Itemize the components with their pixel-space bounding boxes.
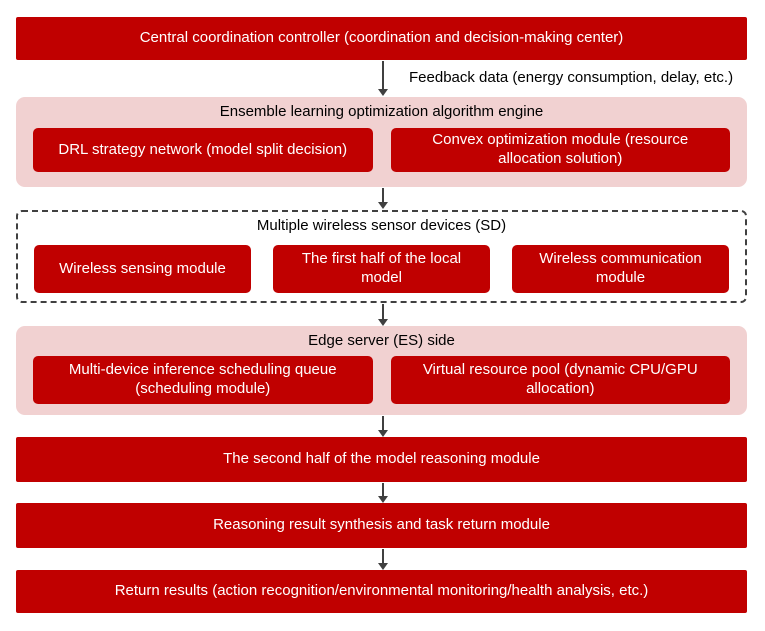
- edge-server-title: Edge server (ES) side: [308, 332, 455, 349]
- flow-arrow-controller-to-engine: [382, 61, 384, 89]
- ensemble-engine-title: Ensemble learning optimization algorithm…: [219, 103, 544, 120]
- flow-arrow-sensors-to-edge: [382, 304, 384, 319]
- synthesis-label: Reasoning result synthesis and task retu…: [213, 516, 550, 534]
- sensor-devices-title: Multiple wireless sensor devices (SD): [256, 217, 507, 234]
- wireless-communication-label: Wireless communication module: [539, 250, 702, 286]
- feedback-data-label: Feedback data (energy consumption, delay…: [409, 69, 734, 86]
- central-controller-box: Central coordination controller (coordin…: [16, 17, 747, 60]
- first-half-model-box: The first half of the local model: [273, 245, 490, 293]
- return-results-label: Return results (action recognition/envir…: [114, 582, 649, 600]
- first-half-model-label: The first half of the local model: [301, 250, 462, 286]
- flow-arrow-edge-to-secondhalf: [382, 416, 384, 430]
- edge-server-modules: Multi-device inference scheduling queue …: [33, 356, 730, 404]
- drl-strategy-label: DRL strategy network (model split decisi…: [58, 140, 348, 158]
- second-half-label: The second half of the model reasoning m…: [223, 450, 540, 468]
- wireless-sensing-box: Wireless sensing module: [34, 245, 251, 293]
- ensemble-engine-container: Ensemble learning optimization algorithm…: [16, 97, 747, 187]
- edge-server-container: Edge server (ES) side Multi-device infer…: [16, 326, 747, 415]
- wireless-sensing-label: Wireless sensing module: [59, 259, 226, 277]
- virtual-resource-pool-label: Virtual resource pool (dynamic CPU/GPU a…: [422, 361, 698, 397]
- second-half-box: The second half of the model reasoning m…: [16, 437, 747, 482]
- central-controller-label: Central coordination controller (coordin…: [139, 29, 624, 47]
- flow-arrow-secondhalf-to-synthesis: [382, 483, 384, 496]
- convex-optimization-box: Convex optimization module (resource all…: [390, 128, 730, 172]
- sensor-devices-container: Multiple wireless sensor devices (SD) Wi…: [16, 210, 747, 303]
- drl-strategy-box: DRL strategy network (model split decisi…: [33, 128, 373, 172]
- return-results-box: Return results (action recognition/envir…: [16, 570, 747, 613]
- synthesis-box: Reasoning result synthesis and task retu…: [16, 503, 747, 548]
- virtual-resource-pool-box: Virtual resource pool (dynamic CPU/GPU a…: [390, 356, 730, 404]
- convex-optimization-label: Convex optimization module (resource all…: [432, 131, 689, 167]
- scheduling-queue-label: Multi-device inference scheduling queue …: [68, 361, 337, 397]
- wireless-communication-box: Wireless communication module: [512, 245, 729, 293]
- flow-arrow-engine-to-sensors: [382, 188, 384, 202]
- scheduling-queue-box: Multi-device inference scheduling queue …: [33, 356, 373, 404]
- ensemble-engine-modules: DRL strategy network (model split decisi…: [33, 128, 730, 172]
- sensor-devices-modules: Wireless sensing module The first half o…: [34, 245, 729, 293]
- flow-arrow-synthesis-to-return: [382, 549, 384, 563]
